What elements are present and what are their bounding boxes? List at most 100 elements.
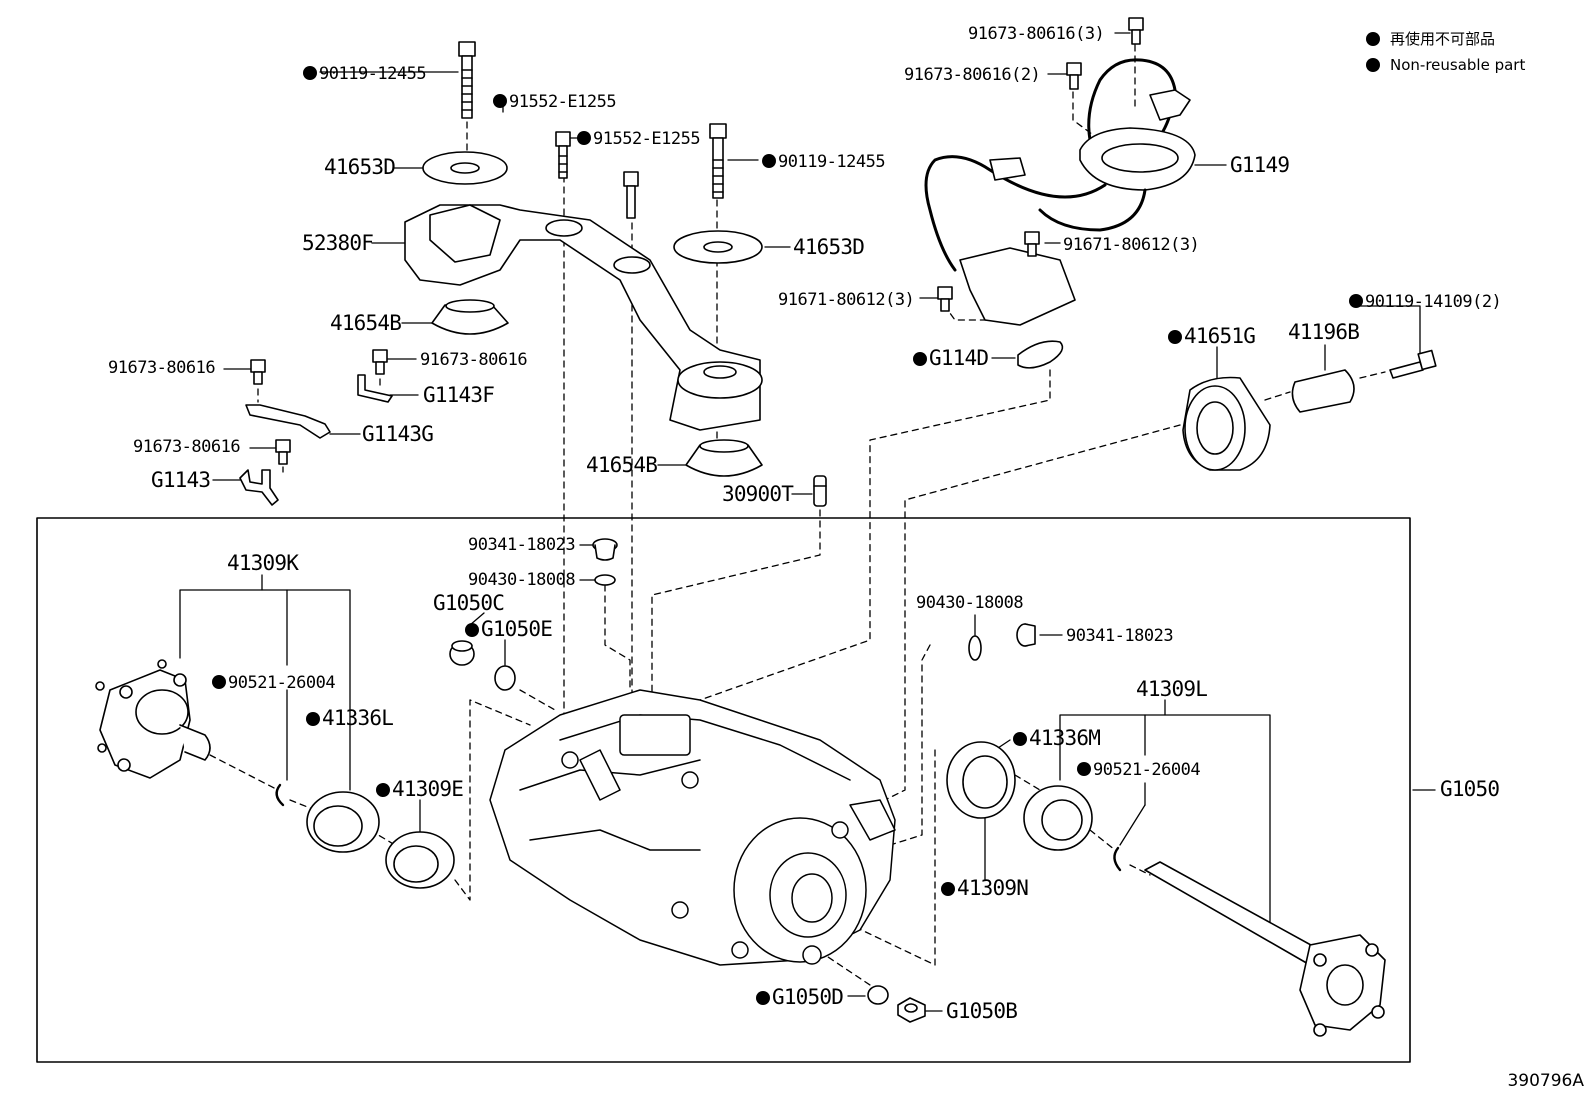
part-label-91673-80616: 91673-80616 — [133, 437, 241, 457]
part-number-text: G1050E — [481, 617, 553, 641]
non-reusable-dot-icon — [577, 131, 591, 145]
part-label-52380f: 52380F — [302, 231, 374, 255]
part-number-text: 90521-26004 — [228, 673, 336, 693]
plug-90341-left — [592, 538, 618, 561]
plug-90341-right — [1016, 623, 1036, 647]
harness-G1149 — [924, 58, 1196, 326]
part-label-g1050d: G1050D — [756, 985, 844, 1009]
part-number-text: 91671-80612(3) — [1063, 235, 1200, 255]
sleeve-41196B — [1291, 369, 1355, 413]
part-label-41309k: 41309K — [227, 551, 299, 575]
bolt-91673-c — [275, 439, 291, 465]
part-number-text: 41309N — [957, 876, 1029, 900]
plug-G1050C — [449, 640, 475, 666]
gasket-90430-right — [968, 635, 982, 661]
part-label-41309e: 41309E — [376, 777, 464, 801]
part-number-text: G1050C — [433, 591, 505, 615]
part-label-g1050b: G1050B — [946, 999, 1018, 1023]
part-label-30900t: 30900T — [722, 482, 794, 506]
diagram-reference-number: 390796A — [1507, 1071, 1584, 1091]
legend: 再使用不可部品 Non-reusable part — [1366, 26, 1525, 78]
non-reusable-dot-icon — [1366, 32, 1380, 46]
part-number-text: 41336M — [1029, 726, 1101, 750]
bolt-91673-b — [372, 349, 388, 375]
legend-text-ja: 再使用不可部品 — [1390, 30, 1496, 48]
part-label-91673-80616-2-: 91673-80616(2) — [904, 65, 1041, 85]
bracket-G1143F — [357, 374, 393, 403]
shaft-41309L — [1144, 861, 1386, 1037]
bolt-91673-80616-3 — [1128, 17, 1144, 45]
part-label-91673-80616-3-: 91673-80616(3) — [968, 24, 1105, 44]
part-label-90119-12455: 90119-12455 — [303, 64, 427, 84]
gasket-G1050E — [494, 665, 516, 691]
part-number-text: 41651G — [1184, 324, 1256, 348]
part-label-41654b: 41654B — [330, 311, 402, 335]
insulator-41654B-lower — [685, 439, 763, 477]
plug-G1050B — [897, 997, 926, 1023]
non-reusable-dot-icon — [212, 675, 226, 689]
snap-ring-90521-right — [1113, 846, 1122, 872]
part-number-text: G1050D — [772, 985, 844, 1009]
bolt-91552-b — [623, 171, 639, 219]
seal-41309E — [385, 831, 455, 889]
non-reusable-dot-icon — [376, 783, 390, 797]
bracket-G1143 — [239, 469, 279, 506]
part-label-41653d: 41653D — [793, 235, 865, 259]
part-label-g114d: G114D — [913, 346, 989, 370]
part-label-41309n: 41309N — [941, 876, 1029, 900]
part-label-90521-26004: 90521-26004 — [1077, 760, 1201, 780]
part-label-91671-80612-3-: 91671-80612(3) — [1063, 235, 1200, 255]
part-label-90119-12455: 90119-12455 — [762, 152, 886, 172]
part-number-text: 41653D — [793, 235, 865, 259]
part-number-text: 91671-80612(3) — [778, 290, 915, 310]
part-number-text: 41653D — [324, 155, 396, 179]
part-label-41651g: 41651G — [1168, 324, 1256, 348]
part-label-41336m: 41336M — [1013, 726, 1101, 750]
part-number-text: G1143G — [362, 422, 434, 446]
part-number-text: 90430-18008 — [468, 570, 576, 590]
part-number-text: 90119-12455 — [319, 64, 427, 84]
part-label-41336l: 41336L — [306, 706, 394, 730]
part-number-text: G1143 — [151, 468, 211, 492]
bolt-90119-left — [458, 41, 476, 119]
part-number-text: 90119-14109(2) — [1365, 292, 1502, 312]
part-label-g1143: G1143 — [151, 468, 211, 492]
part-number-text: G1143F — [423, 383, 495, 407]
bracket-G1143G — [245, 404, 331, 439]
part-number-text: 91673-80616(2) — [904, 65, 1041, 85]
seal-41309N — [1023, 785, 1093, 851]
gasket-90430-left — [594, 574, 616, 586]
snap-ring-90521-left — [275, 783, 285, 807]
part-label-91671-80612-3-: 91671-80612(3) — [778, 290, 915, 310]
non-reusable-dot-icon — [306, 712, 320, 726]
part-label-41654b: 41654B — [586, 453, 658, 477]
non-reusable-dot-icon — [941, 882, 955, 896]
part-number-text: 41309L — [1136, 677, 1208, 701]
part-number-text: 91673-80616(3) — [968, 24, 1105, 44]
bushing-41651G — [1182, 376, 1271, 471]
bolt-91671-b — [937, 286, 953, 312]
part-number-text: 41309E — [392, 777, 464, 801]
legend-row-ja: 再使用不可部品 — [1366, 26, 1525, 52]
seal-41336L — [306, 791, 380, 853]
sensor-30900T — [813, 475, 827, 507]
part-number-text: 91673-80616 — [108, 358, 216, 378]
part-number-text: 41309K — [227, 551, 299, 575]
part-label-g1143f: G1143F — [423, 383, 495, 407]
part-label-91673-80616: 91673-80616 — [108, 358, 216, 378]
bolt-90119-right — [709, 123, 727, 199]
part-label-91552-e1255: 91552-E1255 — [577, 129, 701, 149]
bolt-90119-14109 — [1389, 349, 1437, 379]
bolt-91673-a — [250, 359, 266, 385]
differential-housing — [489, 689, 896, 966]
non-reusable-dot-icon — [1077, 762, 1091, 776]
part-number-text: 90341-18023 — [468, 535, 576, 555]
part-number-text: 90341-18023 — [1066, 626, 1174, 646]
part-label-g1149: G1149 — [1230, 153, 1290, 177]
insulator-41654B-upper — [431, 299, 509, 335]
washer-41653D-left — [422, 151, 508, 185]
flange-41309K — [95, 659, 211, 779]
part-label-41309l: 41309L — [1136, 677, 1208, 701]
part-label-g1143g: G1143G — [362, 422, 434, 446]
